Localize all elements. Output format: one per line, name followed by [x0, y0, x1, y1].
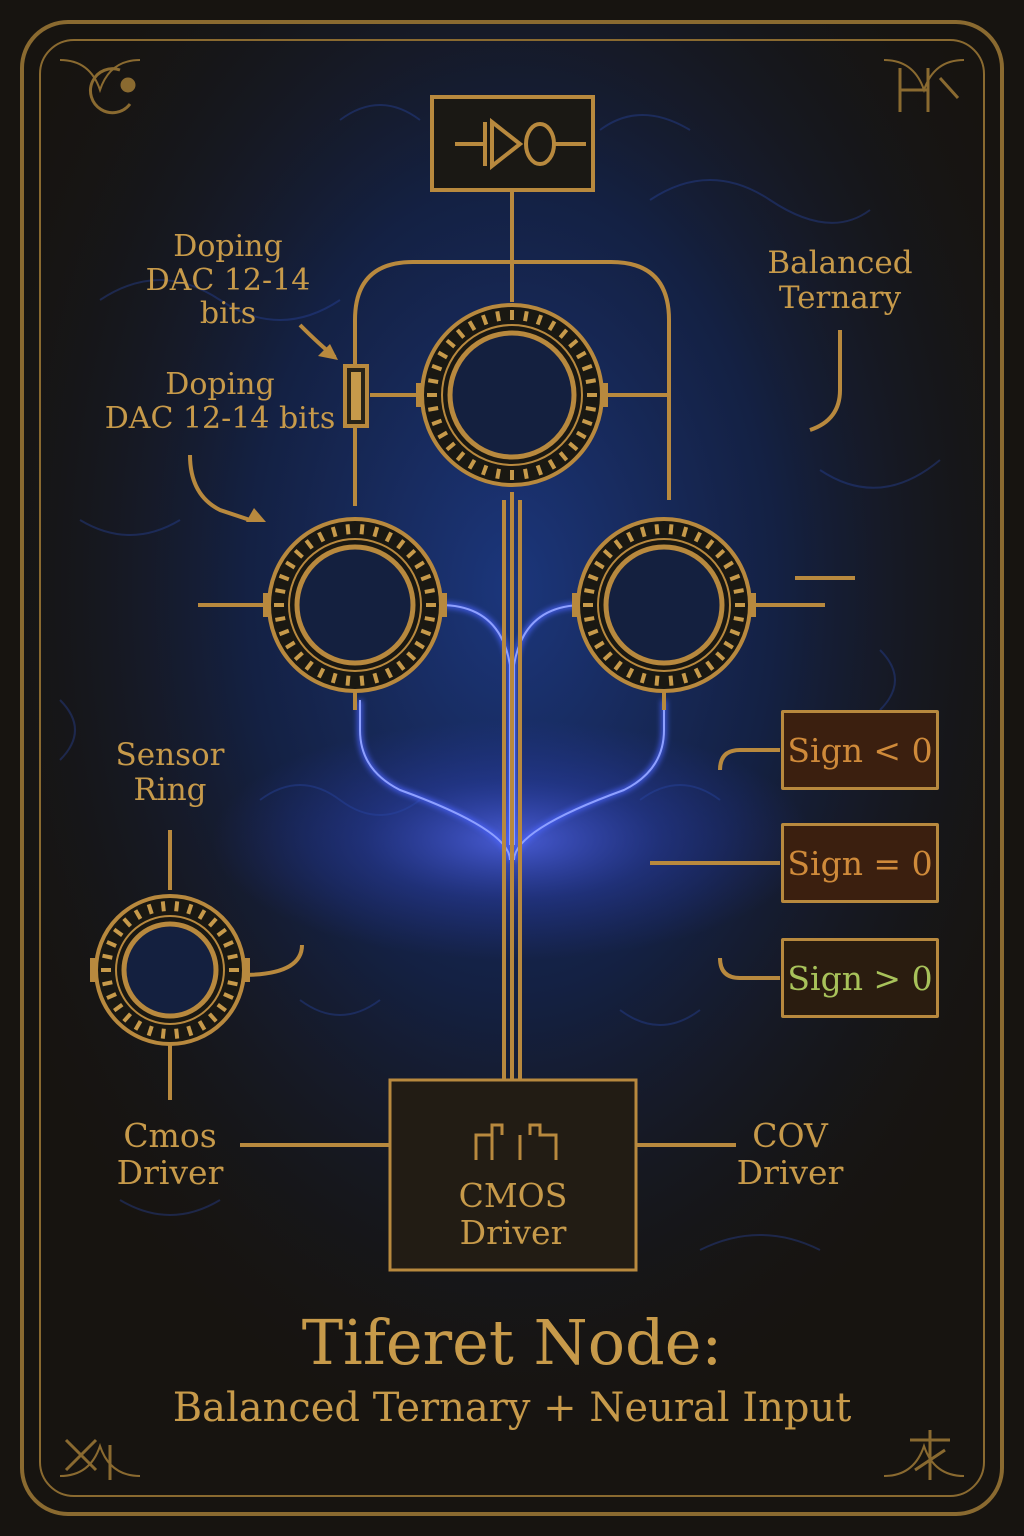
- doping-dac-component: [343, 364, 369, 428]
- arrow-heads: [246, 344, 338, 522]
- page-title: Tiferet Node:: [301, 1306, 723, 1379]
- label-doping-dac-upper: Doping DAC 12-14 bits: [145, 229, 311, 332]
- label-balanced-ternary: Balanced Ternary: [767, 245, 913, 316]
- cmos-driver-box: [388, 1078, 638, 1272]
- sign-negative-box: Sign < 0: [781, 710, 939, 790]
- corner-glyph-bottom-left: [64, 1438, 112, 1480]
- corner-glyph-top-right: [898, 68, 960, 112]
- sign-zero-box: Sign = 0: [781, 823, 939, 903]
- label-sensor-ring: Sensor Ring: [115, 737, 225, 808]
- sensor-ring: [90, 894, 250, 1046]
- label-cmos-driver-left: Cmos Driver: [116, 1116, 224, 1192]
- corner-glyph-top-left: [88, 67, 136, 115]
- ternary-ring-top: [416, 303, 608, 487]
- page-subtitle: Balanced Ternary + Neural Input: [172, 1385, 852, 1431]
- glow-traces-core: [359, 604, 665, 1080]
- sign-positive-box: Sign > 0: [781, 938, 939, 1018]
- diode-symbol-box: [430, 95, 595, 192]
- gold-wiring: [168, 190, 855, 1147]
- corner-glyph-bottom-right: [910, 1430, 950, 1480]
- ternary-ring-left: [263, 517, 447, 693]
- sign-negative-label: Sign < 0: [787, 730, 933, 770]
- ternary-ring-right: [572, 517, 756, 693]
- label-cmos-driver-center: CMOS Driver: [458, 1176, 568, 1252]
- sign-zero-label: Sign = 0: [787, 843, 933, 883]
- swirl-pattern: [59, 104, 941, 1251]
- label-cov-driver: COV Driver: [736, 1116, 844, 1192]
- sign-positive-label: Sign > 0: [787, 958, 933, 998]
- label-doping-dac-lower: Doping DAC 12-14 bits: [104, 367, 336, 436]
